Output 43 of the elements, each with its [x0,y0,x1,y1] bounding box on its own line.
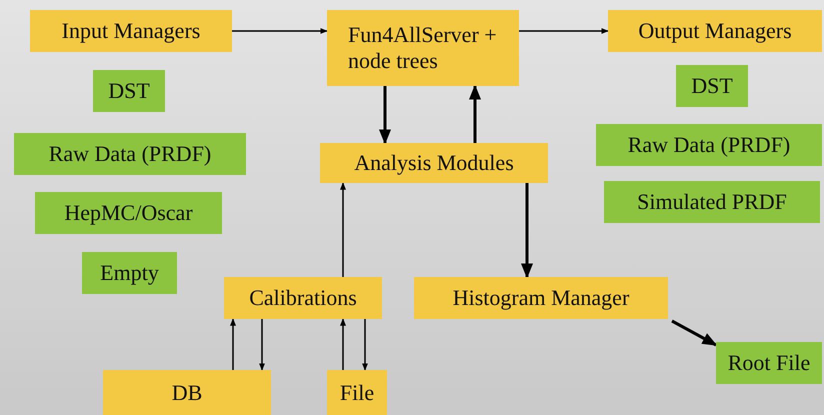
component-box [224,277,382,319]
box-label: Output Managers [637,18,793,44]
box-label: DST [690,73,734,99]
box-label: File [338,380,376,406]
data-format-box [14,133,246,175]
data-format-box [82,252,177,294]
box-label: Empty [99,260,160,286]
box-label: Raw Data (PRDF) [626,132,792,158]
arrow [671,320,718,346]
box-label: DST [107,78,151,104]
box-label: Root File [726,350,812,376]
data-format-box [596,124,822,166]
box-label: Fun4AllServer + node trees [347,22,498,74]
component-box [30,10,232,52]
data-format-box [93,70,165,112]
box-label: DB [170,380,204,406]
arrow [230,318,236,370]
box-label: Input Managers [60,18,202,44]
data-format-box [604,181,820,223]
arrow [232,28,328,34]
arrow [259,319,265,371]
arrow [379,86,391,144]
box-label: Simulated PRDF [636,189,788,215]
component-box [320,143,548,183]
arrow [519,28,609,34]
arrow [340,182,346,277]
box-label: Histogram Manager [452,285,630,311]
arrow [469,84,481,143]
arrow [362,319,368,371]
arrow [521,183,533,278]
data-format-box [716,342,822,384]
component-box [608,10,822,52]
box-label: Raw Data (PRDF) [48,141,212,167]
data-format-box [676,65,748,107]
box-label: Analysis Modules [353,150,515,176]
component-box [414,277,668,319]
component-box [103,370,271,415]
component-box [327,10,519,86]
data-format-box [35,192,222,234]
component-box [327,370,387,415]
box-label: HepMC/Oscar [63,200,194,226]
box-label: Calibrations [248,285,358,311]
arrow [340,318,346,370]
